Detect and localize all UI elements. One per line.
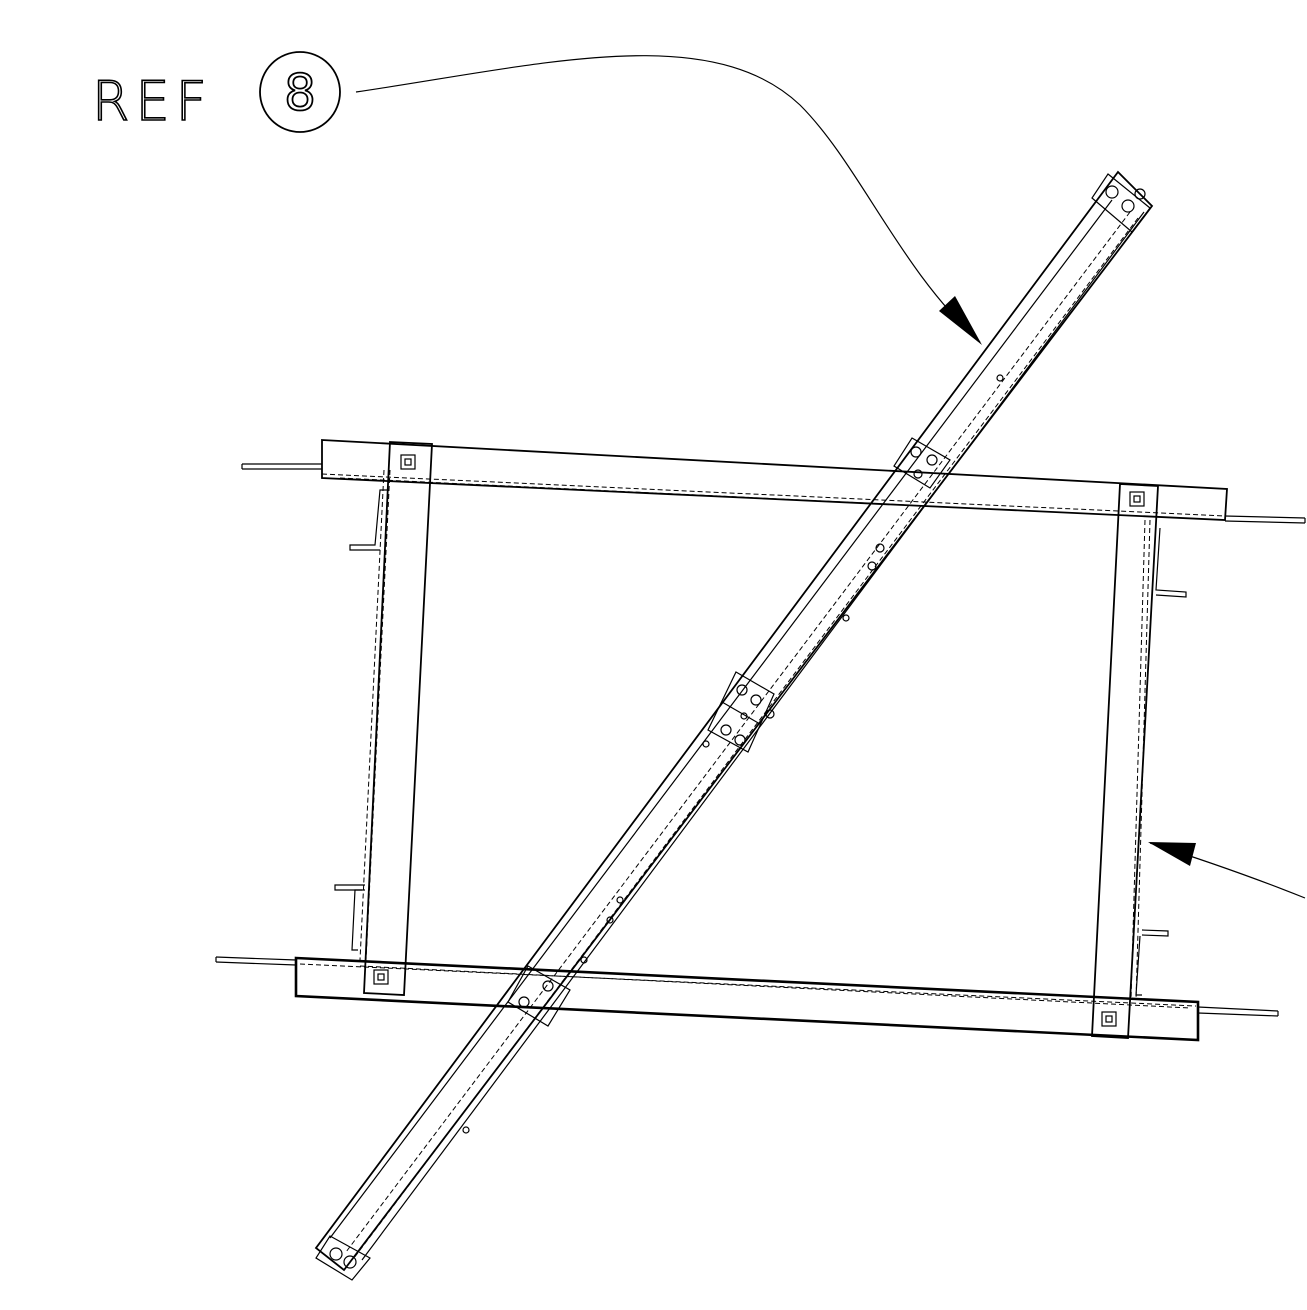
ref-label: REF xyxy=(92,70,213,133)
diagonal-member xyxy=(314,170,1154,1281)
top-rail xyxy=(241,439,1306,524)
leader-line-top xyxy=(355,55,982,345)
right-post xyxy=(1091,483,1187,1039)
leader-line-right xyxy=(1148,842,1306,899)
bottom-rail xyxy=(215,956,1279,1042)
diagonal-crossing-block-lower xyxy=(507,965,571,1027)
diagonal-end-block-top xyxy=(1091,173,1151,233)
balloon-number: 8 xyxy=(284,64,316,122)
diagonal-splice-block xyxy=(702,671,775,753)
callout-balloon: 8 xyxy=(259,51,341,133)
diagonal-end-block-bottom xyxy=(315,1235,371,1281)
diagonal-hardware xyxy=(462,374,1004,1134)
rectangular-frame xyxy=(215,439,1306,1042)
left-post xyxy=(334,441,433,996)
diagonal-crossing-block-upper xyxy=(893,437,951,489)
